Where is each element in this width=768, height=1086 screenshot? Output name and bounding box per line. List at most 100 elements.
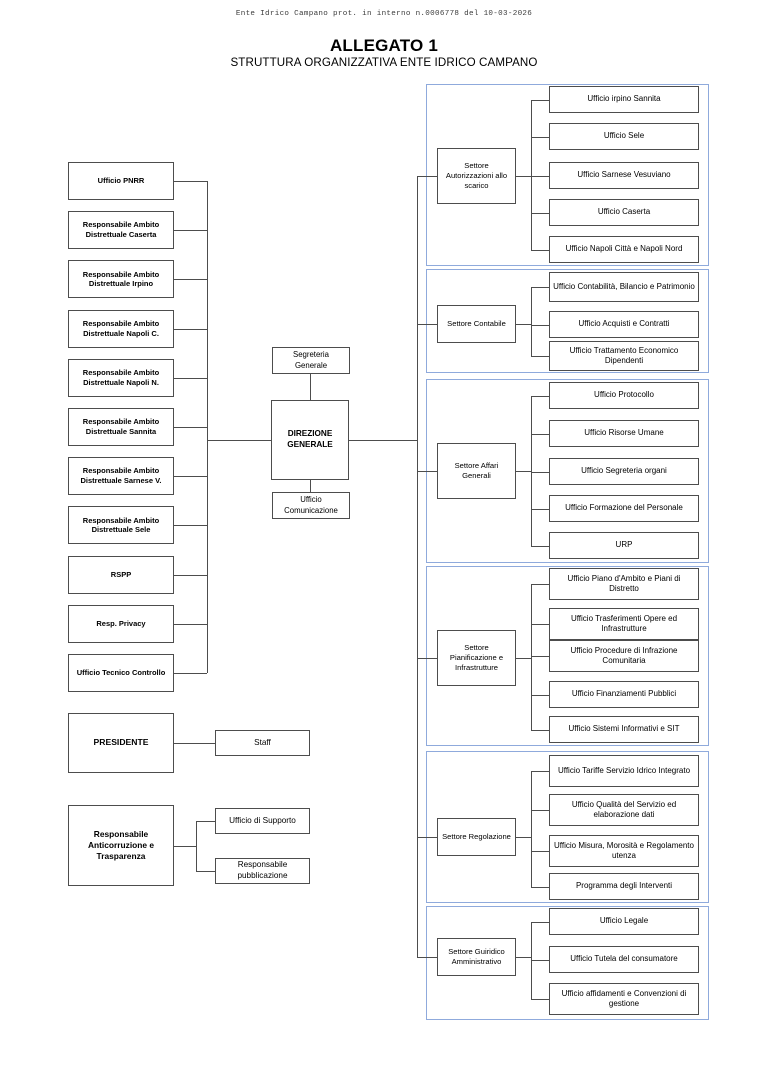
left-item-8[interactable]: RSPP xyxy=(68,555,174,594)
left-item-7[interactable]: Responsabile Ambito Distrettuale Sele xyxy=(68,506,174,545)
connector-s0-c0 xyxy=(531,99,549,101)
connector-s1-c0 xyxy=(531,287,549,288)
settore-4-child-3[interactable]: Programma degli Interventi xyxy=(549,873,699,900)
settore-4-child-1[interactable]: Ufficio Qualità del Servizio ed elaboraz… xyxy=(549,794,699,826)
settore-1-child-1-label: Ufficio Acquisti e Contratti xyxy=(578,319,670,329)
settore-4-child-0[interactable]: Ufficio Tariffe Servizio Idrico Integrat… xyxy=(549,755,699,787)
settore-box-0[interactable]: Settore Autorizzazioni allo scarico xyxy=(437,148,516,204)
settore-2-child-1[interactable]: Ufficio Risorse Umane xyxy=(549,420,699,447)
anticorruzione-child-1[interactable]: Responsabile pubblicazione xyxy=(215,858,310,884)
settore-0-child-0-label: Ufficio irpino Sannita xyxy=(587,94,661,104)
connector-right-trunk-main xyxy=(349,440,417,441)
settore-0-child-4[interactable]: Ufficio Napoli Città e Napoli Nord xyxy=(549,236,699,263)
staff-box[interactable]: Staff xyxy=(215,730,310,756)
settore-0-child-3-label: Ufficio Caserta xyxy=(597,207,651,217)
settore-box-5[interactable]: Settore Guiridico Amministrativo xyxy=(437,938,516,976)
connector-right-branch-4 xyxy=(417,837,437,838)
settore-3-child-1-label: Ufficio Trasferimenti Opere ed Infrastru… xyxy=(570,613,678,633)
settore-2-child-4[interactable]: URP xyxy=(549,532,699,559)
group-frame-4 xyxy=(426,751,709,903)
settore-box-2[interactable]: Settore Affari Generali xyxy=(437,443,516,499)
presidente-box-label: PRESIDENTE xyxy=(93,737,149,748)
settore-spine-2 xyxy=(531,395,532,546)
settore-5-child-0-label: Ufficio Legale xyxy=(599,916,649,926)
settore-box-3[interactable]: Settore Pianificazione e Infrastrutture xyxy=(437,630,516,686)
connector-antic-child-1 xyxy=(196,871,215,872)
settore-3-child-0[interactable]: Ufficio Piano d'Ambito e Piani di Distre… xyxy=(549,568,699,600)
connector-s3-c1 xyxy=(531,624,549,625)
settore-0-child-3[interactable]: Ufficio Caserta xyxy=(549,199,699,226)
settore-5-child-1[interactable]: Ufficio Tutela del consumatore xyxy=(549,946,699,973)
settore-0-child-2[interactable]: Ufficio Sarnese Vesuviano xyxy=(549,162,699,189)
settore-1-child-1[interactable]: Ufficio Acquisti e Contratti xyxy=(549,311,699,338)
segreteria-generale-box[interactable]: Segreteria Generale xyxy=(272,347,350,374)
settore-spine-0 xyxy=(531,99,532,250)
settore-1-child-2[interactable]: Ufficio Trattamento Economico Dipendenti xyxy=(549,341,699,371)
left-spine xyxy=(207,181,208,673)
ufficio-comunicazione-box[interactable]: Ufficio Comunicazione xyxy=(272,492,350,519)
settore-4-child-3-label: Programma degli Interventi xyxy=(575,881,673,891)
left-item-4-label: Responsabile Ambito Distrettuale Napoli … xyxy=(82,368,160,387)
left-item-6[interactable]: Responsabile Ambito Distrettuale Sarnese… xyxy=(68,457,174,496)
connector-s2-c0 xyxy=(531,395,549,397)
settore-3-child-1[interactable]: Ufficio Trasferimenti Opere ed Infrastru… xyxy=(549,608,699,640)
settore-0-child-1[interactable]: Ufficio Sele xyxy=(549,123,699,150)
settore-0-child-0[interactable]: Ufficio irpino Sannita xyxy=(549,86,699,113)
left-item-4[interactable]: Responsabile Ambito Distrettuale Napoli … xyxy=(68,358,174,397)
settore-2-child-2-label: Ufficio Segreteria organi xyxy=(581,466,667,476)
ufficio-comunicazione-box-label: Ufficio Comunicazione xyxy=(284,495,338,515)
connector-s5-c1 xyxy=(531,959,549,961)
connector-right-branch-3 xyxy=(417,658,437,659)
connector-s1-c2 xyxy=(531,356,549,357)
group-frame-0 xyxy=(426,84,709,266)
settore-1-child-0[interactable]: Ufficio Contabilità, Bilancio e Patrimon… xyxy=(549,272,699,302)
connector-settore-trunk-0 xyxy=(516,176,531,177)
connector-presidente-staff xyxy=(174,743,215,744)
group-frame-3 xyxy=(426,566,709,746)
left-item-10[interactable]: Ufficio Tecnico Controllo xyxy=(68,654,174,692)
settore-3-child-4-label: Ufficio Sistemi Informativi e SIT xyxy=(568,724,680,734)
presidente-box[interactable]: PRESIDENTE xyxy=(68,713,174,773)
settore-5-child-2[interactable]: Ufficio affidamenti e Convenzioni di ges… xyxy=(549,983,699,1015)
left-item-3[interactable]: Responsabile Ambito Distrettuale Napoli … xyxy=(68,309,174,348)
settore-4-child-2[interactable]: Ufficio Misura, Morosità e Regolamento u… xyxy=(549,835,699,867)
connector-left-0 xyxy=(174,181,207,182)
settore-2-child-2[interactable]: Ufficio Segreteria organi xyxy=(549,458,699,485)
anticorruzione-box[interactable]: Responsabile Anticorruzione e Trasparenz… xyxy=(68,805,174,886)
settore-2-child-0[interactable]: Ufficio Protocollo xyxy=(549,382,699,409)
left-item-0[interactable]: Ufficio PNRR xyxy=(68,162,174,200)
connector-left-9 xyxy=(174,623,207,625)
settore-5-child-2-label: Ufficio affidamenti e Convenzioni di ges… xyxy=(561,988,687,1008)
settore-box-1[interactable]: Settore Contabile xyxy=(437,305,516,343)
connector-s0-c1 xyxy=(531,136,549,138)
direzione-generale-box[interactable]: DIREZIONE GENERALE xyxy=(271,400,349,480)
connector-s5-c2 xyxy=(531,999,549,1000)
settore-5-child-0[interactable]: Ufficio Legale xyxy=(549,908,699,935)
anticorruzione-child-0[interactable]: Ufficio di Supporto xyxy=(215,808,310,834)
settore-1-child-2-label: Ufficio Trattamento Economico Dipendenti xyxy=(569,345,679,365)
connector-s4-c0 xyxy=(531,771,549,772)
settore-box-5-label: Settore Guiridico Amministrativo xyxy=(448,947,505,966)
settore-3-child-2[interactable]: Ufficio Procedure di Infrazione Comunita… xyxy=(549,640,699,672)
settore-box-1-label: Settore Contabile xyxy=(447,319,506,329)
connector-settore-trunk-3 xyxy=(516,658,531,659)
connector-right-branch-2 xyxy=(417,471,437,472)
settore-2-child-1-label: Ufficio Risorse Umane xyxy=(584,428,664,438)
left-item-9[interactable]: Resp. Privacy xyxy=(68,604,174,643)
settore-box-2-label: Settore Affari Generali xyxy=(454,461,499,480)
settore-3-child-4[interactable]: Ufficio Sistemi Informativi e SIT xyxy=(549,716,699,743)
settore-spine-4 xyxy=(531,771,532,887)
settore-box-4[interactable]: Settore Regolazione xyxy=(437,818,516,856)
connector-s2-c1 xyxy=(531,433,549,435)
settore-2-child-3[interactable]: Ufficio Formazione del Personale xyxy=(549,495,699,522)
left-item-1[interactable]: Responsabile Ambito Distrettuale Caserta xyxy=(68,211,174,250)
settore-5-child-1-label: Ufficio Tutela del consumatore xyxy=(570,954,678,964)
settore-3-child-3[interactable]: Ufficio Finanziamenti Pubblici xyxy=(549,681,699,708)
connector-s0-c3 xyxy=(531,212,549,214)
connector-left-10 xyxy=(174,673,207,674)
connector-s3-c4 xyxy=(531,729,549,731)
settore-2-child-3-label: Ufficio Formazione del Personale xyxy=(565,503,683,513)
left-item-5[interactable]: Responsabile Ambito Distrettuale Sannita xyxy=(68,408,174,446)
left-item-2[interactable]: Responsabile Ambito Distrettuale Irpino xyxy=(68,260,174,299)
